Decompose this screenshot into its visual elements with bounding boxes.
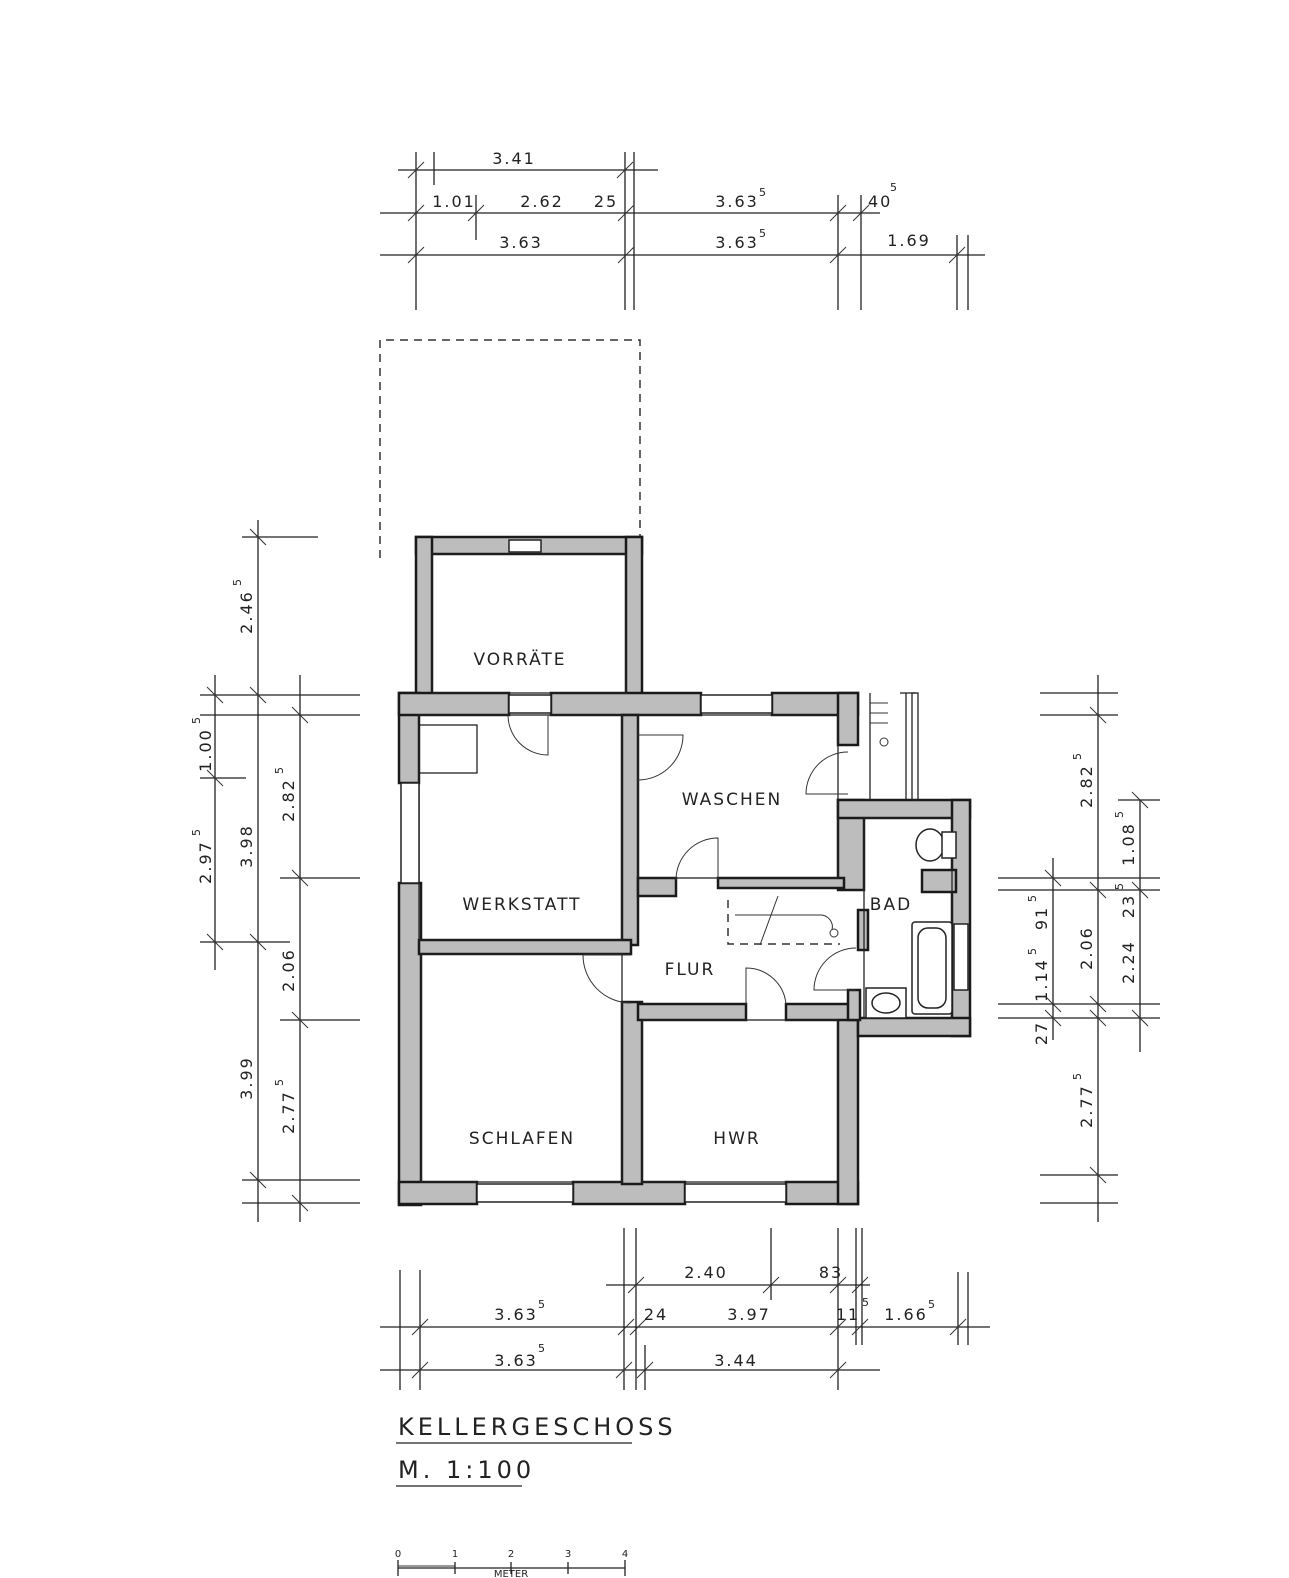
dim-top-25: 25	[594, 192, 618, 211]
title-block: KELLERGESCHOSS M. 1:100	[396, 1413, 677, 1487]
stairs	[727, 895, 840, 946]
dim-right-915: 91	[1032, 906, 1051, 930]
dimensions-right: 91 5 1.14 5 27 2.82 5 2.06 2.77 5 1.08 5…	[998, 675, 1160, 1222]
scale-tick-2: 2	[508, 1549, 514, 1560]
scale-tick-3: 3	[565, 1549, 571, 1560]
room-label-werkstatt: WERKSTATT	[462, 895, 581, 915]
walls	[397, 535, 972, 1207]
dim-left-2.975: 2.97	[196, 840, 215, 884]
dim-bottom-115-sup: 5	[862, 1296, 869, 1309]
room-labels: VORRÄTE WASCHEN WERKSTATT BAD FLUR SCHLA…	[462, 649, 912, 1149]
dim-right-1.145-sup: 5	[1026, 948, 1039, 955]
room-label-hwr: HWR	[713, 1129, 760, 1149]
dim-left-2.465-sup: 5	[231, 579, 244, 586]
dim-right-27: 27	[1032, 1021, 1051, 1045]
dim-right-2.06: 2.06	[1077, 926, 1096, 970]
dim-bottom-3.44: 3.44	[714, 1351, 758, 1370]
workbench	[418, 724, 478, 774]
dim-bottom-2.40: 2.40	[684, 1263, 728, 1282]
scale-tick-0: 0	[395, 1549, 401, 1560]
room-label-bad: BAD	[870, 895, 912, 915]
scale-tick-4: 4	[622, 1549, 628, 1560]
dim-left-3.98: 3.98	[237, 824, 256, 868]
dim-right-235-sup: 5	[1113, 883, 1126, 890]
dim-left-2.465: 2.46	[237, 590, 256, 634]
dim-top-3.63: 3.63	[499, 233, 543, 252]
dimensions-top: 3.41 1.01 2.62 25 3.63 5 40 5 3.63 3.63 …	[380, 149, 985, 310]
dim-left-1.005-sup: 5	[190, 717, 203, 724]
dim-top-1.01: 1.01	[432, 192, 476, 211]
drawing-title: KELLERGESCHOSS	[398, 1413, 677, 1441]
dim-left-2.775: 2.77	[279, 1090, 298, 1134]
dim-right-1.085-sup: 5	[1113, 811, 1126, 818]
bathtub-icon	[911, 921, 953, 1015]
dim-right-2.775-sup: 5	[1071, 1073, 1084, 1080]
dim-bottom-3.635-a: 3.63	[494, 1305, 538, 1324]
dim-bottom-3.635-b: 3.63	[494, 1351, 538, 1370]
dim-right-2.825-sup: 5	[1071, 753, 1084, 760]
dim-top-2.62: 2.62	[520, 192, 564, 211]
dim-left-2.775-sup: 5	[273, 1079, 286, 1086]
dim-bottom-3.635-b-sup: 5	[538, 1342, 545, 1355]
room-label-vorraete: VORRÄTE	[473, 649, 566, 670]
dimensions-left: 2.97 5 1.00 5 2.46 5 3.98 3.99 2.82 5 2.…	[190, 520, 360, 1222]
drawing-scale: M. 1:100	[398, 1456, 535, 1484]
dim-top-1.69: 1.69	[887, 231, 931, 250]
room-outlines	[418, 553, 953, 1183]
toilet-icon	[915, 828, 957, 862]
dim-top-405: 40	[868, 192, 892, 211]
dim-bottom-3.635-a-sup: 5	[538, 1298, 545, 1311]
dim-bottom-24: 24	[644, 1305, 668, 1324]
dim-right-1.145: 1.14	[1032, 958, 1051, 1002]
dim-top-3.635-a-sup: 5	[759, 186, 766, 199]
scale-unit: METER	[494, 1569, 528, 1578]
dim-left-2.975-sup: 5	[190, 829, 203, 836]
washbasin-icon	[865, 987, 907, 1019]
dim-left-1.005: 1.00	[196, 728, 215, 772]
dim-top-3.41: 3.41	[492, 149, 536, 168]
room-label-waschen: WASCHEN	[682, 790, 782, 810]
room-label-flur: FLUR	[665, 960, 716, 980]
scale-tick-1: 1	[452, 1549, 458, 1560]
dashed-outline	[379, 339, 641, 558]
dim-right-915-sup: 5	[1026, 895, 1039, 902]
dim-top-405-sup: 5	[890, 181, 897, 194]
dim-left-2.06: 2.06	[279, 948, 298, 992]
dim-bottom-3.97: 3.97	[727, 1305, 771, 1324]
dim-left-3.99: 3.99	[237, 1056, 256, 1100]
dim-bottom-83: 83	[819, 1263, 843, 1282]
dimensions-bottom: 2.40 83 3.63 5 24 3.97 11 5 1.66 5 3.63 …	[380, 1228, 990, 1390]
dim-right-2.825: 2.82	[1077, 764, 1096, 808]
dim-bottom-1.665: 1.66	[884, 1305, 928, 1324]
dim-right-2.775: 2.77	[1077, 1084, 1096, 1128]
dim-right-2.24: 2.24	[1119, 940, 1138, 984]
dim-right-1.085: 1.08	[1119, 822, 1138, 866]
dim-top-3.635-a: 3.63	[715, 192, 759, 211]
exterior-stair	[869, 692, 919, 801]
dim-right-235: 23	[1119, 894, 1138, 918]
dim-left-2.825-sup: 5	[273, 767, 286, 774]
dim-bottom-1.665-sup: 5	[928, 1298, 935, 1311]
doors	[507, 714, 857, 1005]
dim-bottom-115: 11	[836, 1305, 860, 1324]
dim-top-3.635-b-sup: 5	[759, 227, 766, 240]
dim-top-3.635-b: 3.63	[715, 233, 759, 252]
room-label-schlafen: SCHLAFEN	[469, 1129, 575, 1149]
dim-left-2.825: 2.82	[279, 778, 298, 822]
windows	[400, 539, 969, 1203]
scale-bar: 0 1 2 3 4 METER	[395, 1549, 628, 1578]
